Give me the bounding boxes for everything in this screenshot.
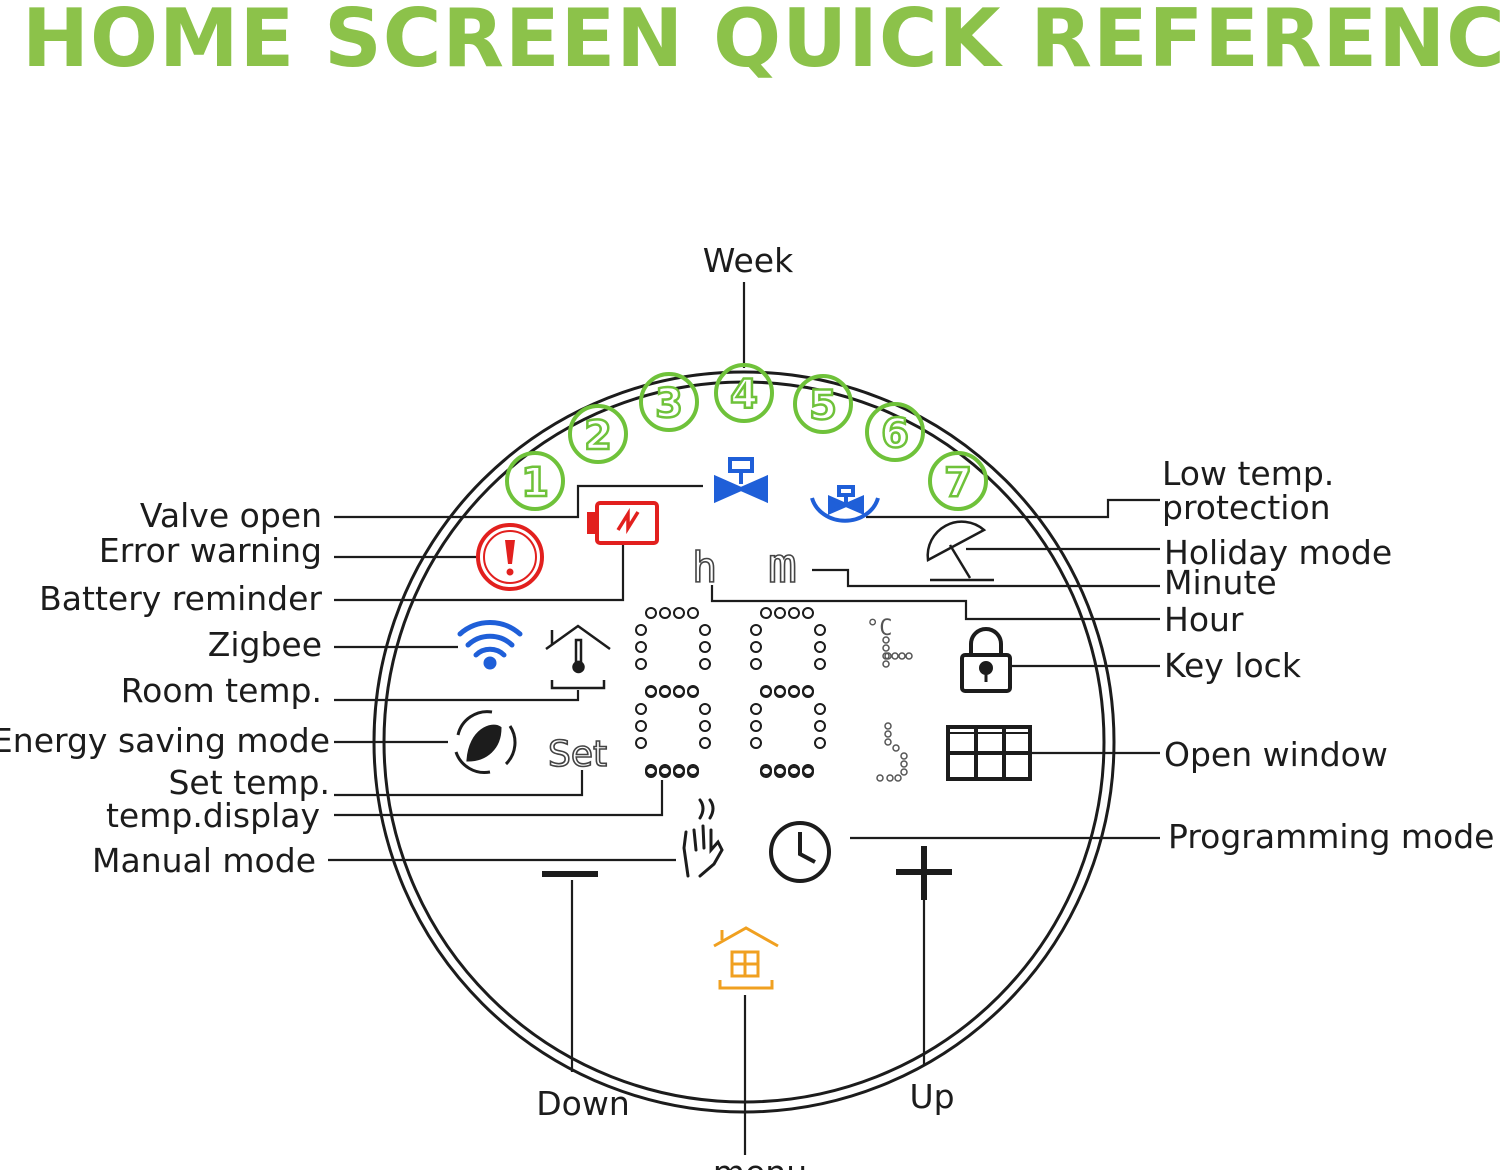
label-low-temp-2: protection xyxy=(1162,488,1331,527)
week-day-circles: 123 4 567 xyxy=(505,363,988,511)
minute-symbol: m xyxy=(768,538,797,594)
label-week: Week xyxy=(703,241,794,280)
week-day-4: 4 xyxy=(714,363,774,423)
svg-text:7: 7 xyxy=(944,460,972,506)
holiday-mode-icon xyxy=(926,520,994,582)
label-open-window: Open window xyxy=(1164,735,1388,774)
label-set-temp: Set temp. xyxy=(168,763,330,802)
label-error-warning: Error warning xyxy=(99,531,322,570)
room-temp-icon xyxy=(545,624,611,690)
week-day-2: 2 xyxy=(568,404,628,464)
unit-symbol: °C xyxy=(866,616,893,641)
manual-mode-icon xyxy=(682,798,724,878)
battery-reminder-icon xyxy=(587,501,659,545)
hour-symbol: h xyxy=(692,543,717,592)
page-title: HOME SCREEN QUICK REFERENCE xyxy=(22,0,1500,85)
label-energy-saving-mode: Energy saving mode xyxy=(0,721,330,760)
svg-text:4: 4 xyxy=(730,372,758,418)
label-programming-mode: Programming mode xyxy=(1168,817,1495,856)
svg-text:1: 1 xyxy=(521,460,549,506)
energy-saving-icon xyxy=(454,710,517,774)
svg-text:5: 5 xyxy=(809,383,837,429)
temp-digits xyxy=(635,607,913,782)
digit-8 xyxy=(750,607,826,697)
week-day-5: 5 xyxy=(793,374,853,434)
label-battery-reminder: Battery reminder xyxy=(39,579,322,618)
label-manual-mode: Manual mode xyxy=(92,841,316,880)
plus-icon[interactable] xyxy=(896,846,952,900)
label-temp-display: temp.display xyxy=(106,796,320,835)
svg-text:2: 2 xyxy=(584,413,612,459)
label-holiday-mode: Holiday mode xyxy=(1164,533,1392,572)
open-window-icon xyxy=(946,725,1032,781)
label-zigbee: Zigbee xyxy=(208,625,322,664)
label-hour: Hour xyxy=(1164,600,1244,639)
digit-8 xyxy=(635,607,711,697)
digit-8 xyxy=(750,686,826,776)
label-down: Down xyxy=(536,1084,630,1123)
leader-lines xyxy=(328,282,1160,1155)
valve-open-icon xyxy=(714,457,768,504)
label-minute: Minute xyxy=(1164,563,1277,602)
digit-8 xyxy=(635,686,711,776)
menu-home-icon[interactable] xyxy=(713,926,779,990)
small-digit xyxy=(876,636,913,782)
label-valve-open: Valve open xyxy=(140,496,322,535)
low-temp-protection-icon xyxy=(810,485,880,523)
label-room-temp: Room temp. xyxy=(121,671,322,710)
key-lock-icon xyxy=(960,627,1012,693)
label-low-temp-1: Low temp. xyxy=(1162,454,1334,493)
week-day-6: 6 xyxy=(865,402,925,462)
set-symbol: Set xyxy=(548,734,607,775)
label-up: Up xyxy=(909,1077,954,1116)
svg-text:3: 3 xyxy=(655,381,683,427)
week-day-3: 3 xyxy=(639,372,699,432)
week-day-7: 7 xyxy=(928,451,988,511)
svg-text:6: 6 xyxy=(881,411,909,457)
week-day-1: 1 xyxy=(505,451,565,511)
programming-mode-icon xyxy=(769,821,831,883)
label-key-lock: Key lock xyxy=(1164,646,1302,685)
zigbee-icon xyxy=(457,620,523,670)
label-menu: menu xyxy=(713,1153,807,1170)
error-warning-icon xyxy=(476,523,544,591)
